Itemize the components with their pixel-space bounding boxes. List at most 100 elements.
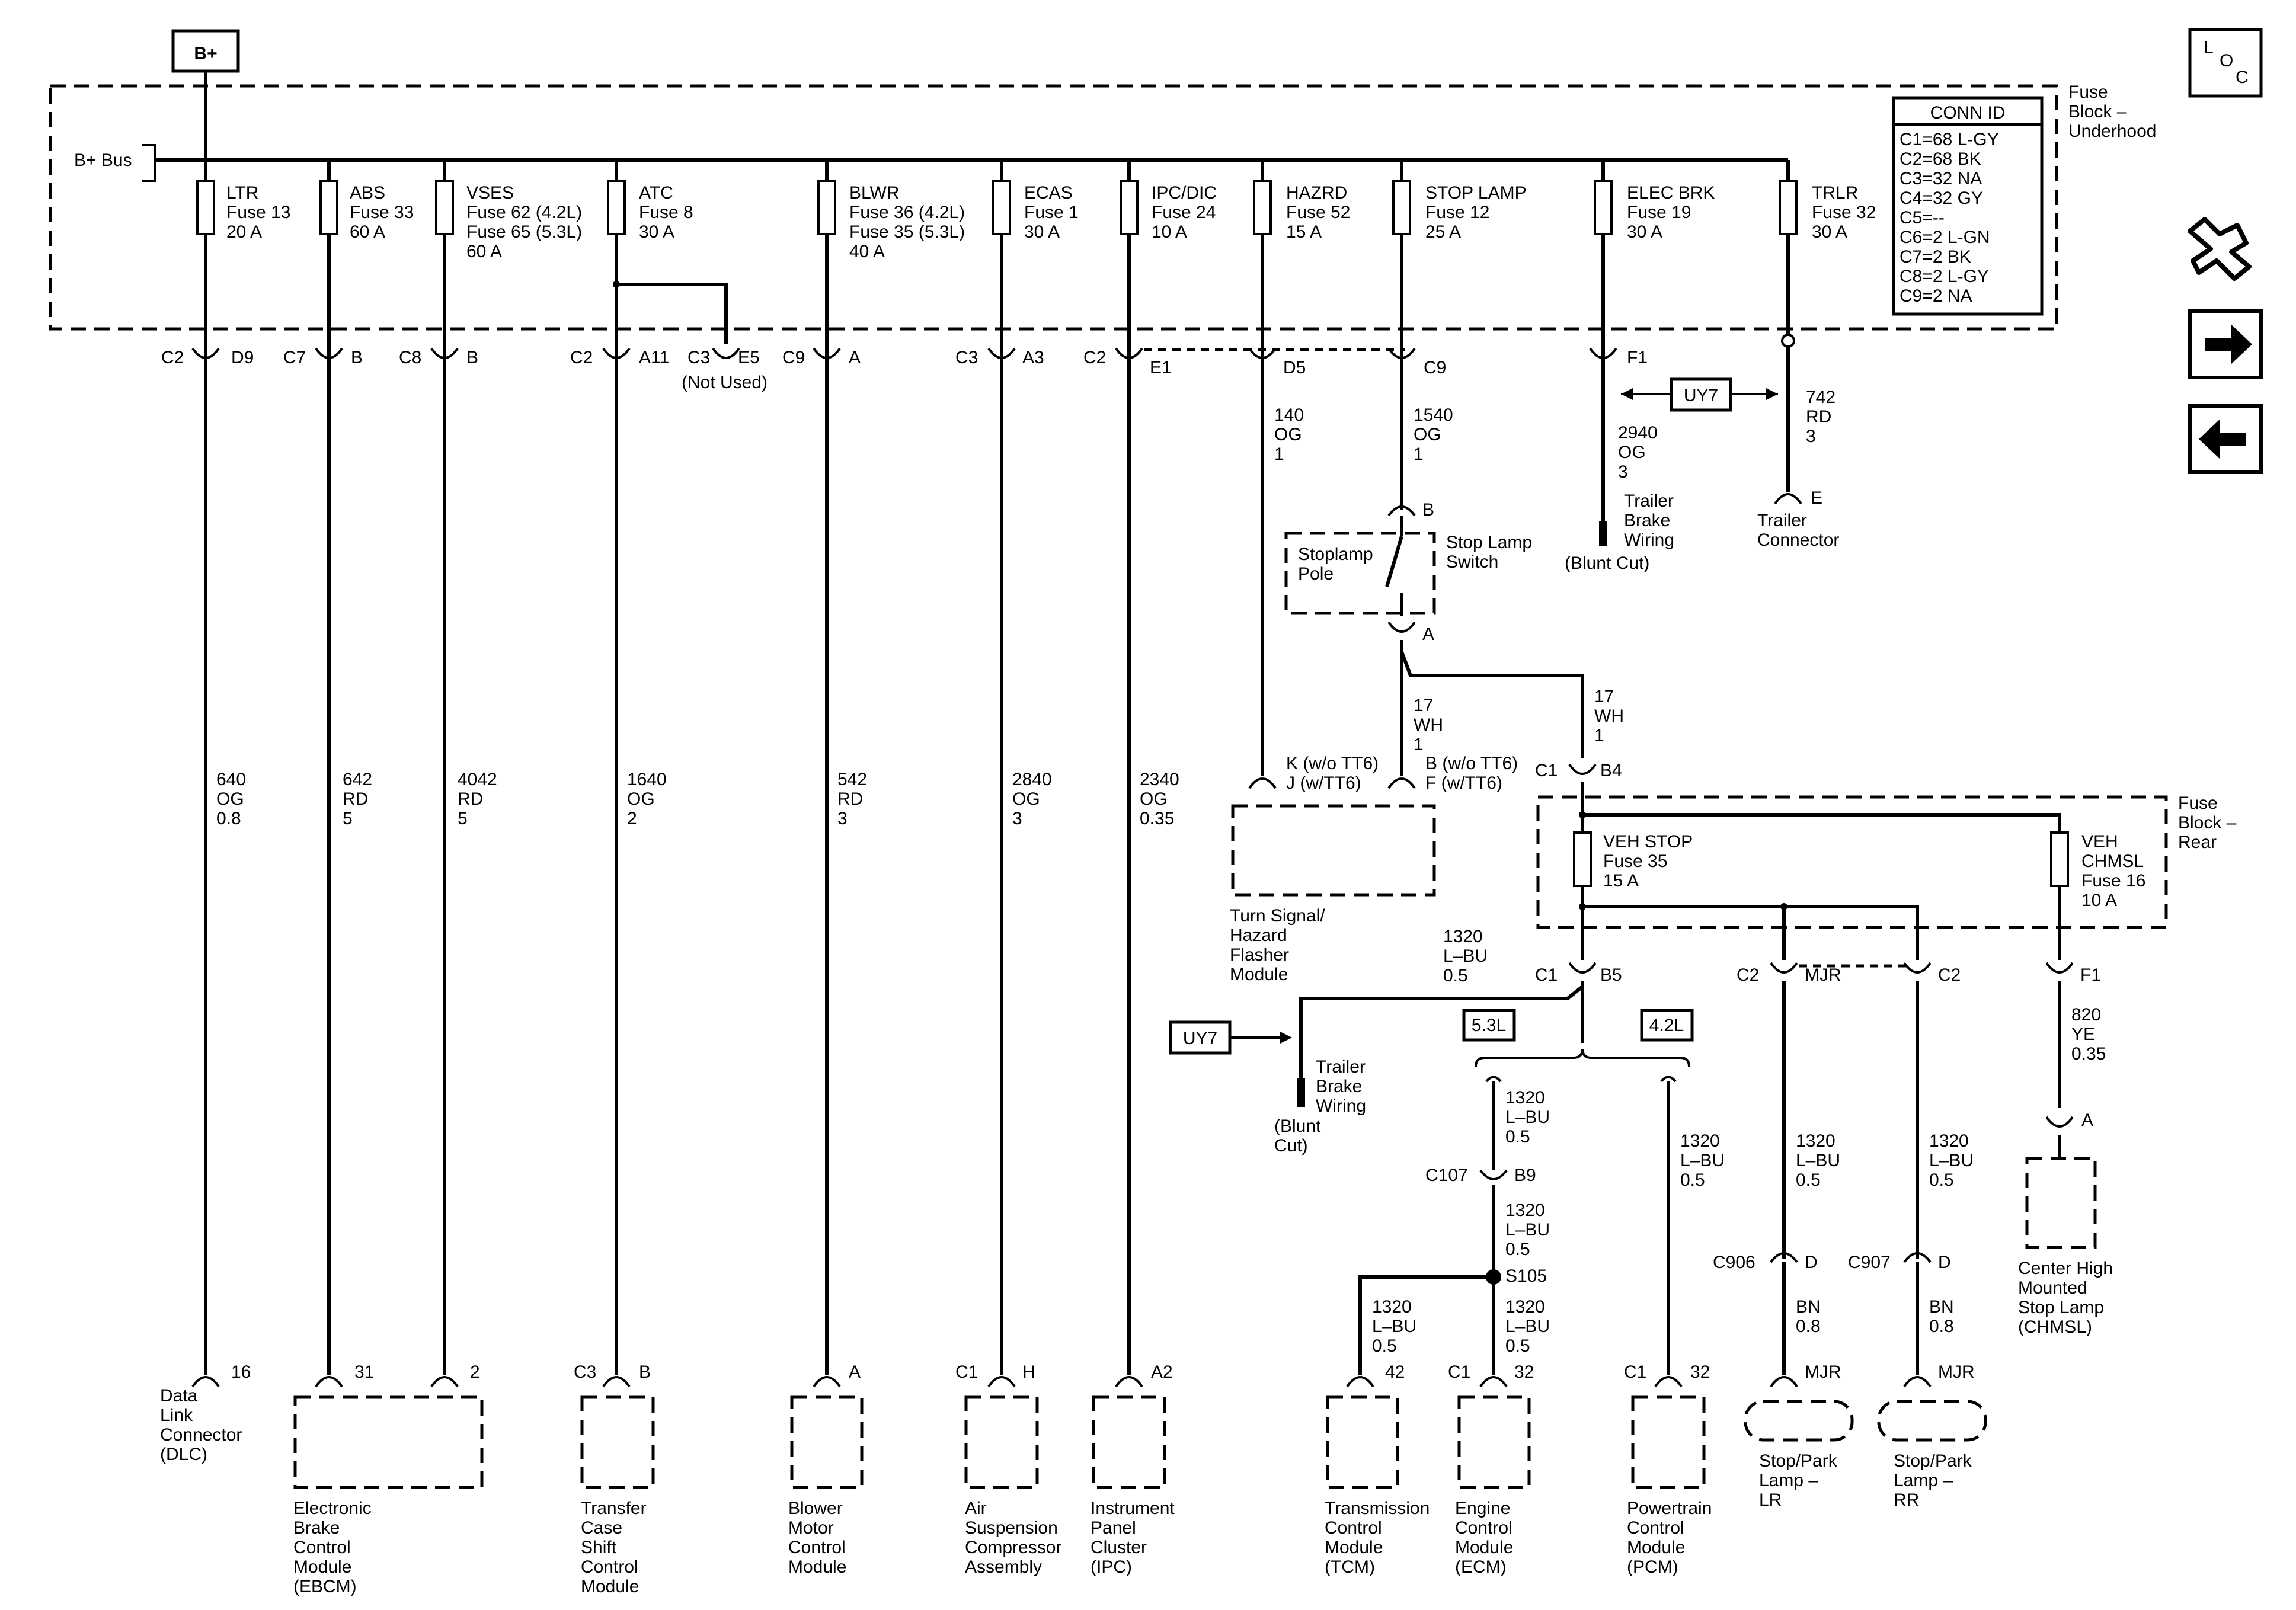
svg-text:HAZRD: HAZRD [1286, 183, 1347, 203]
svg-text:Brake: Brake [1316, 1077, 1362, 1096]
svg-text:ATC: ATC [639, 183, 673, 203]
svg-text:Fuse 8: Fuse 8 [639, 203, 693, 222]
conn-id-table: CONN ID C1=68 L-GY C2=68 BK C3=32 NA C4=… [1892, 96, 2044, 316]
svg-text:Rear: Rear [2178, 833, 2217, 852]
svg-text:1: 1 [1594, 726, 1604, 745]
svg-text:0.8: 0.8 [216, 809, 241, 828]
fuse-atc: ATC Fuse 8 30 A C3 E5 (Not Used) C2 A11 … [570, 160, 768, 1596]
svg-text:3: 3 [1012, 809, 1022, 828]
svg-text:C3=32 NA: C3=32 NA [1900, 169, 1982, 188]
svg-text:Connector: Connector [160, 1425, 242, 1445]
svg-text:L: L [2204, 38, 2214, 57]
svg-text:1: 1 [1414, 444, 1424, 464]
svg-text:30 A: 30 A [1812, 222, 1847, 242]
svg-text:C9: C9 [782, 348, 805, 367]
svg-text:Fuse: Fuse [2178, 793, 2218, 813]
svg-text:5: 5 [458, 809, 468, 828]
svg-text:D5: D5 [1283, 358, 1306, 377]
svg-text:RD: RD [1806, 407, 1831, 427]
svg-text:4042: 4042 [458, 770, 497, 789]
svg-text:(Blunt: (Blunt [1274, 1116, 1321, 1136]
svg-text:20 A: 20 A [226, 222, 262, 242]
svg-text:Fuse 32: Fuse 32 [1812, 203, 1876, 222]
svg-text:YE: YE [2071, 1025, 2095, 1044]
svg-text:C1: C1 [1535, 965, 1558, 985]
svg-text:B4: B4 [1600, 761, 1622, 780]
svg-text:(PCM): (PCM) [1627, 1557, 1678, 1577]
svg-text:(TCM): (TCM) [1325, 1557, 1375, 1577]
uy7-option-top: UY7 [1621, 377, 1778, 412]
svg-text:Shift: Shift [581, 1538, 617, 1557]
svg-text:Fuse 1: Fuse 1 [1024, 203, 1079, 222]
arrow-right-icon[interactable] [2188, 309, 2263, 379]
underhood-fuse-block [49, 84, 2058, 331]
svg-text:Pole: Pole [1298, 564, 1334, 584]
svg-text:Control: Control [1455, 1518, 1512, 1538]
svg-text:C3: C3 [687, 348, 710, 367]
svg-text:Cut): Cut) [1274, 1136, 1308, 1156]
svg-text:UY7: UY7 [1183, 1029, 1217, 1048]
svg-text:BN: BN [1929, 1297, 1954, 1317]
svg-text:Blower: Blower [788, 1499, 843, 1518]
svg-text:Module: Module [581, 1577, 639, 1596]
svg-text:MJR: MJR [1938, 1362, 1975, 1382]
svg-text:L–BU: L–BU [1505, 1220, 1550, 1240]
svg-text:Powertrain: Powertrain [1627, 1499, 1712, 1518]
svg-text:17: 17 [1594, 687, 1614, 706]
location-icon[interactable]: L O C [2188, 28, 2263, 98]
svg-text:Compressor: Compressor [965, 1538, 1061, 1557]
svg-text:C2: C2 [161, 348, 184, 367]
svg-text:B+: B+ [194, 44, 217, 63]
svg-text:1: 1 [1414, 735, 1424, 754]
svg-text:Wiring: Wiring [1624, 530, 1674, 550]
svg-text:16: 16 [231, 1362, 251, 1382]
svg-text:B: B [639, 1362, 651, 1382]
svg-text:0.5: 0.5 [1443, 966, 1468, 985]
svg-text:Stop/Park: Stop/Park [1894, 1451, 1972, 1471]
svg-text:MJR: MJR [1805, 1362, 1841, 1382]
svg-text:RD: RD [458, 789, 483, 809]
svg-text:Module: Module [1455, 1538, 1513, 1557]
ebcm-module [293, 1395, 484, 1489]
svg-text:VEH STOP: VEH STOP [1603, 832, 1693, 852]
svg-text:3: 3 [1806, 427, 1816, 446]
engine-option-bracket: 5.3L 4.2L [1462, 1009, 1694, 1067]
svg-text:C9=2 NA: C9=2 NA [1900, 286, 1972, 306]
svg-text:L–BU: L–BU [1443, 946, 1488, 966]
svg-text:0.5: 0.5 [1796, 1170, 1821, 1190]
fuse-blwr: BLWR Fuse 36 (4.2L) Fuse 35 (5.3L) 40 A … [782, 160, 965, 1577]
svg-text:Fuse 12: Fuse 12 [1425, 203, 1489, 222]
svg-text:2340: 2340 [1140, 770, 1179, 789]
svg-text:Assembly: Assembly [965, 1557, 1042, 1577]
svg-text:Block –: Block – [2068, 102, 2127, 121]
svg-text:Trailer: Trailer [1624, 491, 1674, 511]
svg-text:C9: C9 [1424, 358, 1446, 377]
svg-text:Fuse 24: Fuse 24 [1152, 203, 1216, 222]
svg-text:OG: OG [1618, 443, 1646, 462]
stop-park-lamp-lr: C2 MJR 1320 L–BU 0.5 C906 D BN 0.8 MJR S… [1713, 962, 1908, 1510]
svg-text:LR: LR [1759, 1490, 1782, 1510]
svg-text:F1: F1 [2080, 965, 2101, 985]
svg-text:Link: Link [160, 1406, 193, 1425]
branch-5-3l: 1320 L–BU 0.5 C107 B9 1320 L–BU 0.5 S105… [1358, 1076, 1550, 1375]
svg-text:1320: 1320 [1505, 1297, 1545, 1317]
svg-text:(ECM): (ECM) [1455, 1557, 1507, 1577]
svg-text:Stop Lamp: Stop Lamp [2018, 1298, 2104, 1317]
svg-text:C1: C1 [1535, 761, 1558, 780]
svg-text:15 A: 15 A [1286, 222, 1322, 242]
svg-text:Module: Module [293, 1557, 351, 1577]
svg-text:C3: C3 [955, 348, 978, 367]
svg-text:Air: Air [965, 1499, 987, 1518]
svg-text:OG: OG [1274, 425, 1302, 444]
svg-text:1: 1 [1274, 444, 1284, 464]
svg-text:10 A: 10 A [1152, 222, 1187, 242]
svg-text:C906: C906 [1713, 1253, 1755, 1272]
svg-text:Turn Signal/: Turn Signal/ [1230, 906, 1325, 926]
svg-text:0.5: 0.5 [1505, 1240, 1530, 1259]
arrow-left-icon[interactable] [2188, 404, 2263, 474]
svg-text:L–BU: L–BU [1505, 1108, 1550, 1127]
rear-fuse-block: C1 B4 Fuse Block – Rear VEH STOP Fuse 35… [1535, 761, 2237, 960]
svg-text:Fuse 62 (4.2L): Fuse 62 (4.2L) [466, 203, 582, 222]
svg-text:F1: F1 [1627, 348, 1648, 367]
tools-icon[interactable] [2188, 217, 2252, 281]
